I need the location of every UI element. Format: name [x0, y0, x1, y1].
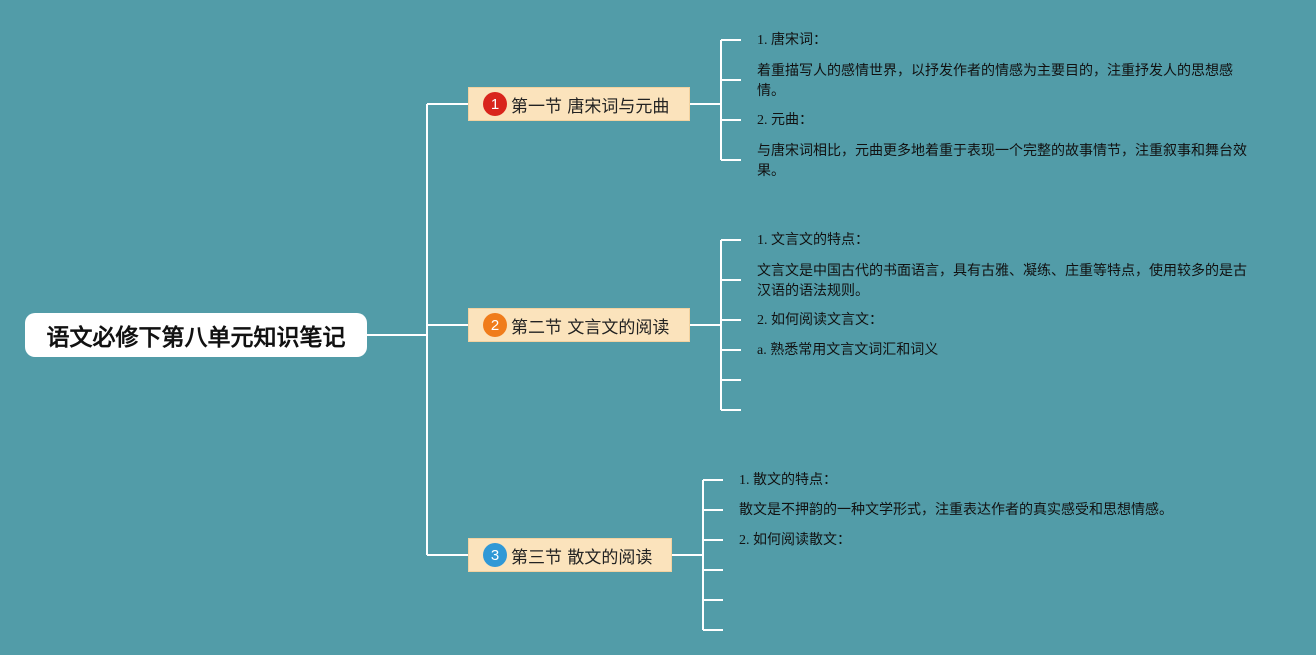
section-2-item-2[interactable]: 文言文是中国古代的书面语言，具有古雅、凝练、庄重等特点，使用较多的是古汉语的语法…: [757, 264, 1247, 299]
section-2-node[interactable]: 2 第二节 文言文的阅读: [468, 308, 690, 342]
section-1-number-badge: 1: [483, 92, 507, 116]
section-1-node[interactable]: 1 第一节 唐宋词与元曲: [468, 87, 690, 121]
section-2-item-4[interactable]: a. 熟悉常用文言文词汇和词义: [757, 343, 939, 358]
root-node-title[interactable]: 语文必修下第八单元知识笔记: [25, 313, 367, 357]
section-2-item-3[interactable]: 2. 如何阅读文言文：: [757, 313, 883, 328]
section-3-number-badge: 3: [483, 543, 507, 567]
section-3-title: 第三节 散文的阅读: [511, 547, 653, 568]
section-1-item-3[interactable]: 2. 元曲：: [757, 113, 813, 128]
section-1-item-2[interactable]: 着重描写人的感情世界，以抒发作者的情感为主要目的，注重抒发人的思想感情。: [757, 64, 1233, 99]
section-3-item-3[interactable]: 2. 如何阅读散文：: [739, 533, 851, 548]
section-2-title: 第二节 文言文的阅读: [511, 317, 670, 338]
section-3-node[interactable]: 3 第三节 散文的阅读: [468, 538, 672, 572]
section-2-number-badge: 2: [483, 313, 507, 337]
section-3-item-1[interactable]: 1. 散文的特点：: [739, 473, 837, 488]
section-1-item-4[interactable]: 与唐宋词相比，元曲更多地着重于表现一个完整的故事情节，注重叙事和舞台效果。: [757, 144, 1247, 179]
section-3-item-2[interactable]: 散文是不押韵的一种文学形式，注重表达作者的真实感受和思想情感。: [739, 503, 1173, 518]
section-2-item-1[interactable]: 1. 文言文的特点：: [757, 233, 869, 248]
section-1-title: 第一节 唐宋词与元曲: [511, 96, 670, 117]
section-1-item-1[interactable]: 1. 唐宋词：: [757, 33, 827, 48]
